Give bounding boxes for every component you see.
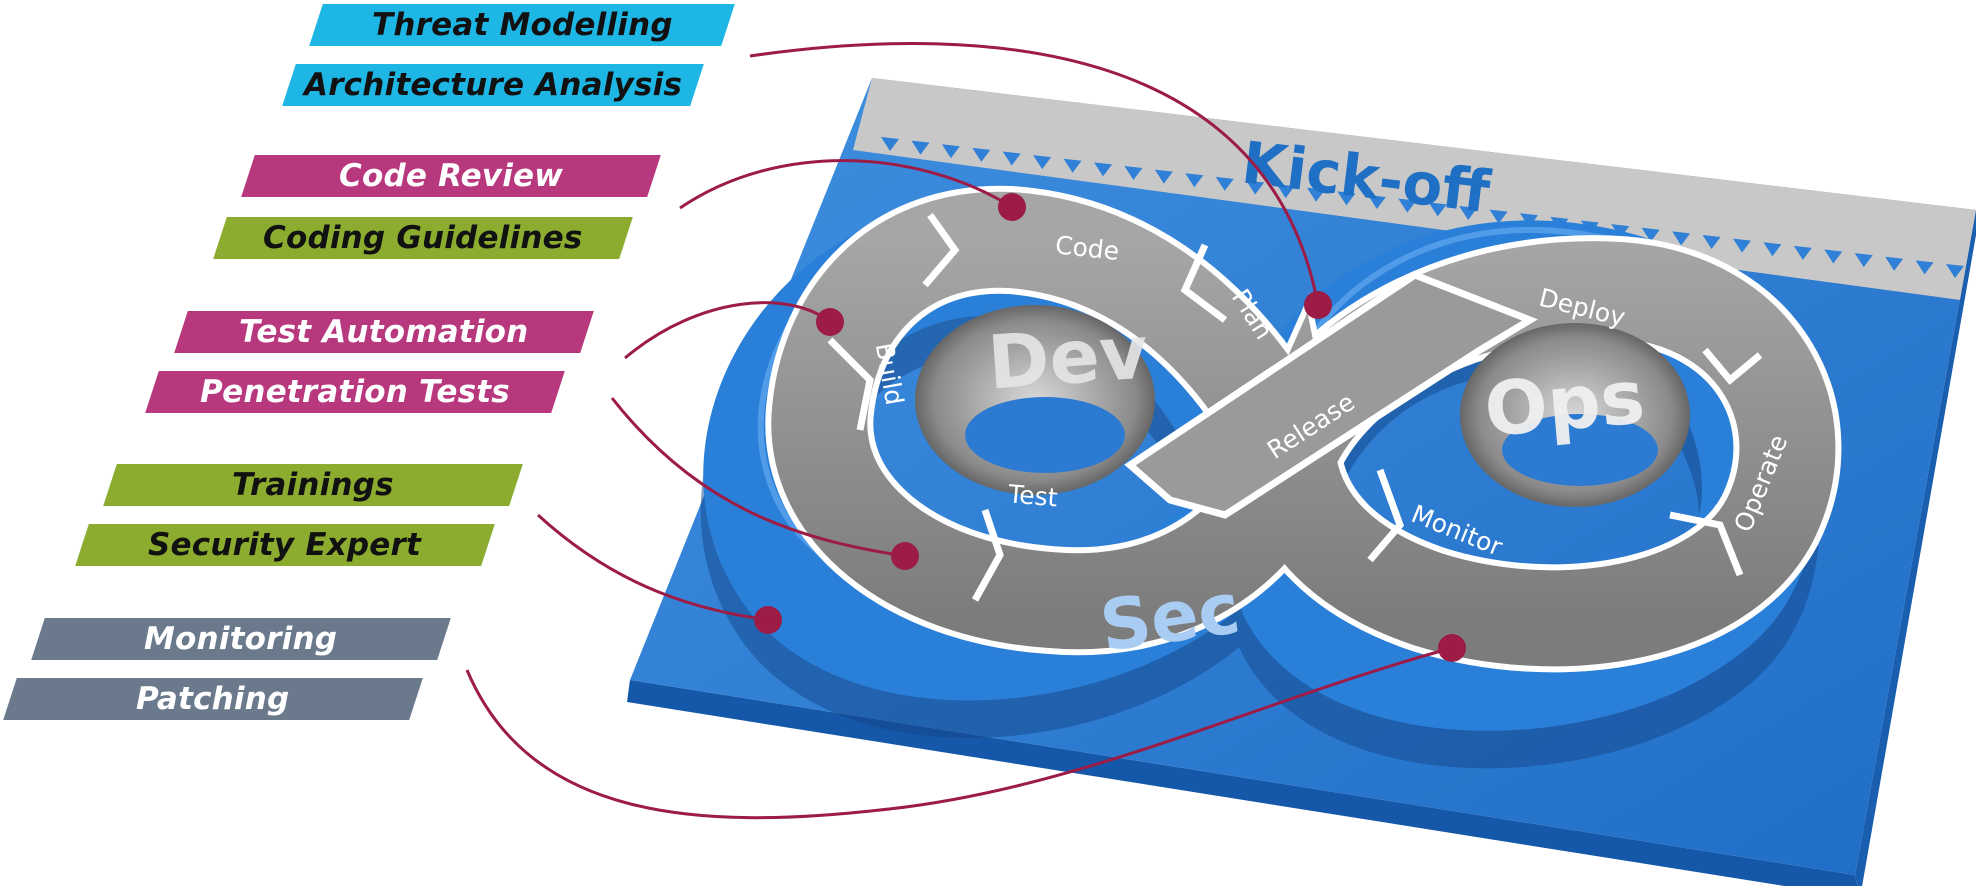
kickoff-triangle: [1702, 234, 1721, 249]
kickoff-triangle: [1428, 202, 1447, 217]
tag-trainings: Trainings: [103, 464, 523, 506]
kickoff-triangle: [1672, 231, 1691, 246]
ops-hole-floor: [1502, 414, 1658, 486]
connector-threat-modelling: [749, 42, 1320, 306]
kickoff-triangle: [972, 147, 991, 162]
kickoff-triangle: [1398, 198, 1417, 213]
kickoff-triangle: [1733, 238, 1751, 253]
dev-hole-floor: [965, 397, 1125, 473]
tag-penetration-tests: Penetration Tests: [145, 371, 565, 413]
dot-code-review: [998, 193, 1026, 221]
tag-test-automation: Test Automation: [174, 311, 594, 353]
kickoff-triangle: [881, 137, 899, 151]
tag-architecture-analysis-label: Architecture Analysis: [303, 67, 683, 103]
tag-security-expert-label: Security Expert: [148, 527, 422, 563]
kickoff-triangle: [911, 140, 930, 155]
tag-code-review: Code Review: [241, 155, 661, 197]
tag-threat-modelling: Threat Modelling: [309, 4, 735, 46]
dev-label: Dev: [985, 310, 1150, 407]
dot-penetration-tests: [891, 542, 919, 570]
kickoff-triangle: [1063, 158, 1082, 173]
kickoff-triangle: [1154, 169, 1173, 184]
tag-coding-guidelines: Coding Guidelines: [213, 217, 633, 259]
connector-test-automation: [624, 301, 831, 360]
connector-code-review: [679, 159, 1013, 210]
connector-penetration-tests: [610, 397, 906, 558]
tag-coding-guidelines-label: Coding Guidelines: [263, 220, 583, 256]
sec-label: Sec: [1095, 567, 1244, 668]
kickoff-triangle: [1276, 184, 1295, 199]
kickoff-triangle: [941, 144, 960, 159]
kickoff-triangle: [1763, 242, 1782, 257]
connectors: [465, 42, 1453, 820]
tag-security-expert: Security Expert: [75, 524, 495, 566]
kickoff-band: [853, 78, 1976, 300]
segment-separators: [827, 212, 1763, 602]
kickoff-triangle: [1033, 155, 1052, 170]
kickoff-triangle: [1915, 260, 1934, 275]
kickoff-triangle: [1094, 162, 1112, 177]
tag-trainings-label: Trainings: [232, 467, 394, 503]
kickoff-triangle: [1185, 173, 1204, 188]
kickoff-triangle: [1641, 227, 1660, 242]
connector-dots: [754, 193, 1466, 662]
kickoff-triangle: [1946, 264, 1964, 278]
stage-code: Code: [1054, 230, 1121, 266]
kickoff-triangle: [1002, 151, 1021, 166]
kickoff-triangle: [1885, 256, 1904, 271]
tag-penetration-tests-label: Penetration Tests: [200, 374, 510, 410]
tag-monitoring-label: Monitoring: [144, 621, 338, 657]
dot-trainings: [754, 606, 782, 634]
kickoff-triangle: [1307, 187, 1325, 202]
ops-label: Ops: [1481, 354, 1648, 454]
kickoff-triangle: [1459, 205, 1478, 220]
tag-threat-modelling-label: Threat Modelling: [371, 7, 673, 43]
kickoff-triangle: [1215, 176, 1234, 191]
connector-trainings: [536, 513, 769, 622]
dot-threat-modelling: [1304, 291, 1332, 319]
stage-test: Test: [1006, 479, 1059, 512]
tag-test-automation-label: Test Automation: [239, 314, 529, 350]
tag-patching-label: Patching: [136, 681, 290, 717]
tag-patching: Patching: [3, 678, 423, 720]
tag-code-review-label: Code Review: [338, 158, 564, 194]
board-right-side: [1855, 210, 1976, 886]
kickoff-triangle: [1337, 191, 1356, 206]
kickoff-triangle: [1824, 249, 1843, 264]
kickoff-triangle: [1854, 253, 1873, 268]
connector-monitoring: [465, 646, 1453, 820]
release-band: [1124, 271, 1538, 519]
kickoff-triangle-row: [881, 137, 1964, 278]
kickoff-triangle: [1246, 180, 1265, 195]
kickoff-triangle: [1520, 213, 1538, 228]
dot-monitoring: [1438, 634, 1466, 662]
kickoff-triangle: [1367, 195, 1386, 210]
kickoff-triangle: [1489, 209, 1508, 224]
kickoff-triangle: [1793, 245, 1812, 260]
dot-test-automation: [816, 308, 844, 336]
tag-monitoring: Monitoring: [31, 618, 451, 660]
tag-architecture-analysis: Architecture Analysis: [282, 64, 704, 106]
kickoff-triangle: [1124, 166, 1143, 181]
